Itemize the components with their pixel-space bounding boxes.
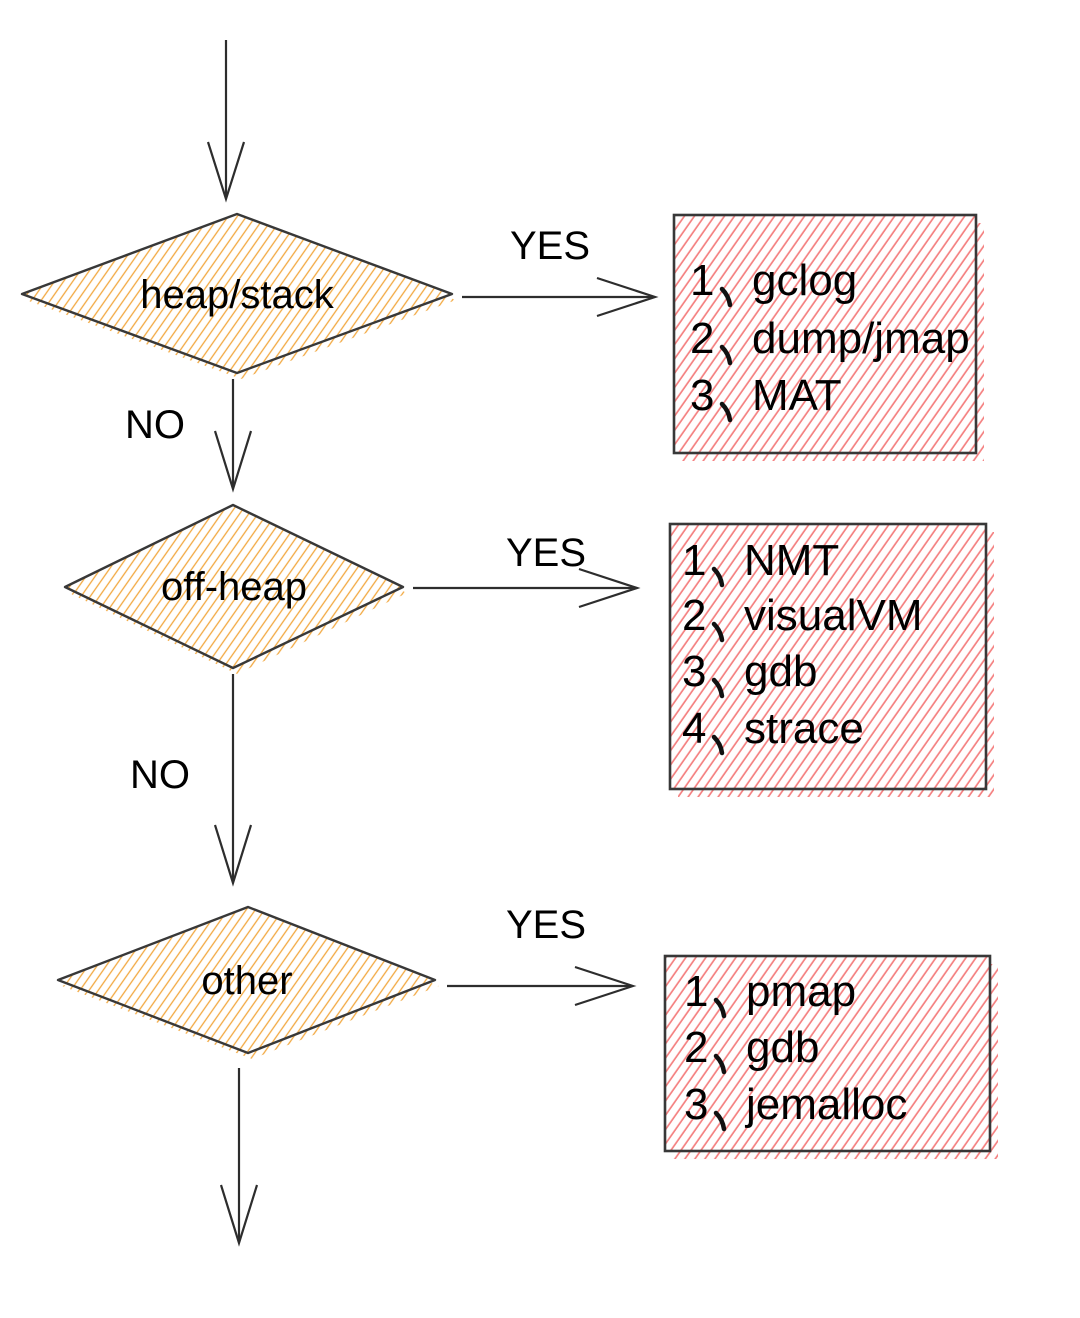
item-label: gdb (744, 647, 817, 696)
arrow-head-icon (596, 276, 659, 318)
ideographic-comma-glyph (719, 401, 733, 423)
yes-arrow-2 (413, 567, 641, 609)
decision-label: off-heap (161, 565, 307, 609)
ideographic-comma-glyph (711, 566, 725, 588)
ideographic-comma-glyph (711, 621, 725, 643)
list-item: 4 strace (682, 704, 864, 756)
item-number: 3 (682, 647, 706, 696)
no-label: NO (130, 753, 190, 797)
arrow-head-icon (574, 965, 637, 1007)
arrow-head-icon (213, 430, 253, 493)
no-arrow-2 (213, 674, 253, 887)
exit-arrow (219, 1068, 259, 1247)
item-label: gclog (752, 256, 857, 305)
entry-arrow (206, 40, 246, 203)
yes-arrow-3 (447, 965, 637, 1007)
item-label: gdb (746, 1023, 819, 1072)
item-number: 1 (682, 536, 706, 585)
item-number: 2 (682, 591, 706, 640)
yes-label: YES (510, 224, 590, 268)
arrow-head-icon (578, 567, 641, 609)
item-number: 1 (684, 967, 708, 1016)
diamond-shape (63, 503, 405, 670)
decision-other: other (56, 905, 439, 1059)
list-item: 3 jemalloc (684, 1080, 907, 1132)
item-label: strace (744, 704, 864, 753)
box-shape (672, 213, 978, 455)
ideographic-comma-glyph (711, 677, 725, 699)
item-number: 2 (690, 314, 714, 363)
item-label: NMT (744, 536, 839, 585)
no-arrow-1 (213, 379, 253, 493)
item-number: 3 (684, 1080, 708, 1129)
item-label: pmap (746, 967, 856, 1016)
ideographic-comma-glyph (713, 997, 727, 1019)
list-item: 2 gdb (684, 1023, 819, 1075)
arrow-head-icon (219, 1184, 259, 1247)
item-label: jemalloc (744, 1080, 907, 1129)
result-box-off-heap: 1 NMT 2 visualVM 3 gdb 4 strace (668, 522, 994, 797)
list-item: 3 gdb (682, 647, 817, 699)
diamond-shape (56, 905, 437, 1055)
item-label: dump/jmap (752, 314, 970, 363)
list-item: 1 gclog (690, 256, 857, 308)
yes-label: YES (506, 531, 586, 575)
ideographic-comma-glyph (713, 1110, 727, 1132)
result-box-other: 1 pmap 2 gdb 3 jemalloc (663, 954, 998, 1159)
list-item: 2 visualVM (682, 591, 923, 643)
box-shape (668, 522, 988, 791)
item-number: 1 (690, 256, 714, 305)
arrow-head-icon (206, 141, 246, 203)
decision-off-heap: off-heap (63, 503, 407, 674)
diamond-shape (20, 212, 454, 375)
list-item: 3 MAT (690, 371, 842, 423)
arrow-head-icon (213, 824, 253, 887)
result-box-heap-stack: 1 gclog 2 dump/jmap 3 MAT (672, 213, 984, 461)
decision-heap-stack: heap/stack (20, 212, 456, 379)
ideographic-comma-glyph (719, 286, 733, 308)
list-item: 1 NMT (682, 536, 839, 588)
item-label: MAT (752, 371, 842, 420)
ideographic-comma-glyph (719, 344, 733, 366)
item-number: 4 (682, 704, 706, 753)
yes-arrow-1 (462, 276, 659, 318)
ideographic-comma-glyph (713, 1053, 727, 1075)
item-number: 2 (684, 1023, 708, 1072)
list-item: 1 pmap (684, 967, 856, 1019)
list-item: 2 dump/jmap (690, 314, 970, 366)
ideographic-comma-glyph (711, 734, 725, 756)
yes-label: YES (506, 903, 586, 947)
no-label: NO (125, 403, 185, 447)
item-number: 3 (690, 371, 714, 420)
item-label: visualVM (744, 591, 923, 640)
decision-label: other (201, 959, 292, 1003)
decision-label: heap/stack (140, 273, 334, 317)
